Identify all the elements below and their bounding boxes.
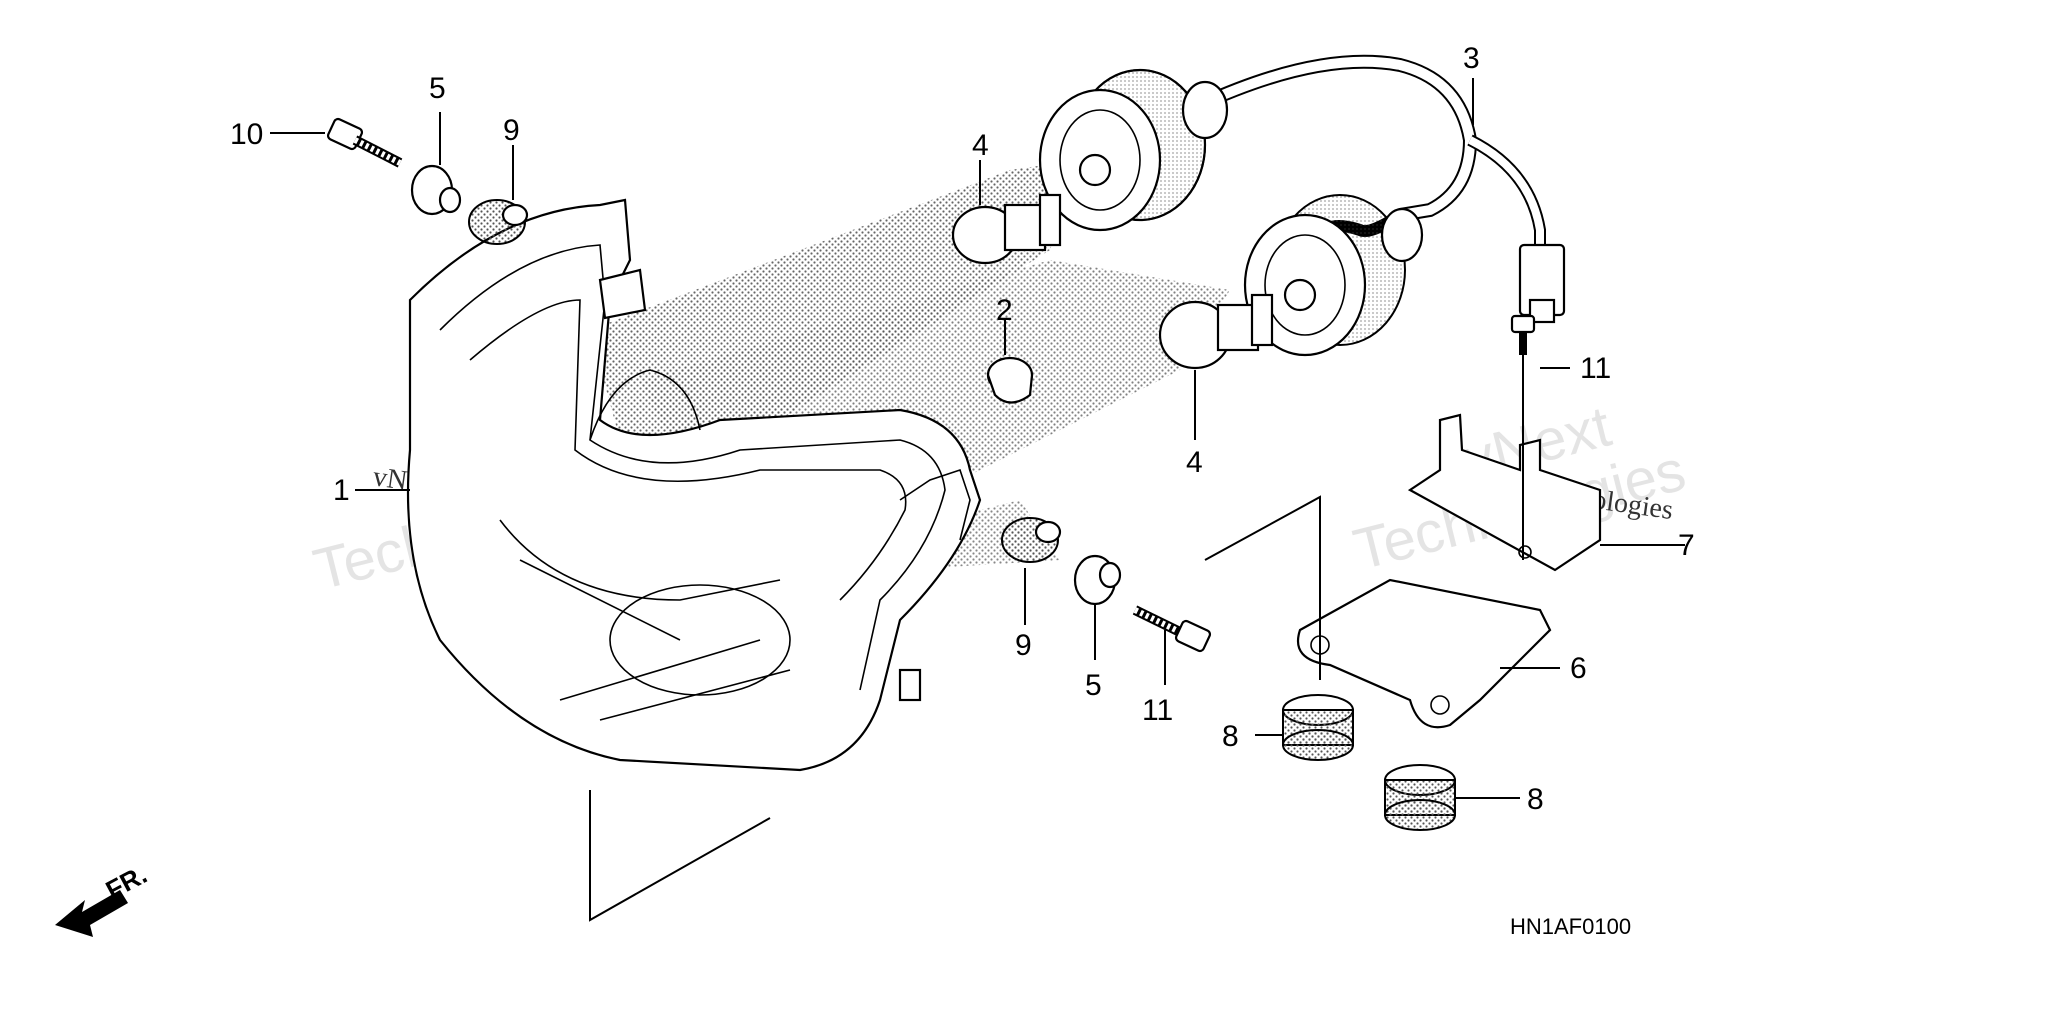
front-direction-arrow-icon: FR. (55, 859, 152, 937)
callout-5-lower: 5 (1085, 669, 1102, 702)
bolt-lower (1132, 605, 1212, 653)
collar-upper (410, 164, 462, 216)
callout-3: 3 (1463, 42, 1480, 75)
callout-1: 1 (333, 474, 350, 507)
grommet-upper (468, 199, 529, 245)
callout-2: 2 (996, 294, 1013, 327)
bolt-small (1510, 314, 1536, 355)
callout-7: 7 (1678, 529, 1695, 562)
callout-10-upper: 10 (230, 118, 263, 151)
bolt-upper (326, 117, 403, 168)
assembly-lines (589, 355, 1524, 922)
callout-10-lower: 11 (1142, 694, 1173, 727)
callout-labels: 10 5 9 4 2 3 4 1 9 5 11 6 7 8 8 11 (230, 42, 1695, 816)
headlight-unit (406, 198, 982, 772)
bracket-upper (1407, 413, 1602, 572)
rubber-mount-lower (1384, 764, 1456, 831)
callout-11: 11 (1580, 352, 1611, 385)
collar-lower (1073, 554, 1122, 606)
diagram-code: HN1AF0100 (1510, 914, 1631, 939)
bulb-lower (1158, 293, 1274, 370)
callout-5-upper: 5 (429, 72, 446, 105)
callout-9-upper: 9 (503, 114, 520, 147)
callout-4-lower: 4 (1186, 446, 1203, 479)
socket-harness (1038, 54, 1566, 357)
callout-4-upper: 4 (972, 129, 989, 162)
callout-8-upper: 8 (1222, 720, 1239, 753)
rubber-mount-upper (1282, 694, 1354, 761)
grommet-lower (1001, 517, 1062, 563)
callout-9-lower: 9 (1015, 629, 1032, 662)
callout-6: 6 (1570, 652, 1587, 685)
callout-8-lower: 8 (1527, 783, 1544, 816)
bulb-upper (951, 193, 1062, 265)
leader-lines (270, 78, 1685, 799)
bracket-lower (1297, 578, 1552, 729)
collar (986, 356, 1034, 404)
